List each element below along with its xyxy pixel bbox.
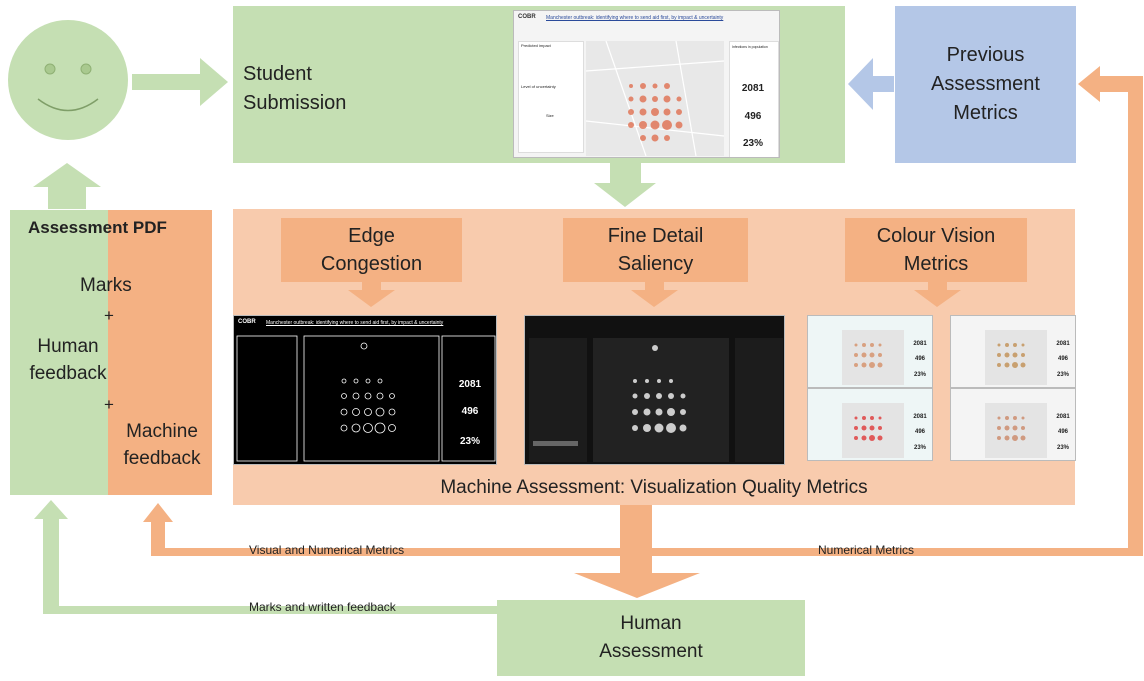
kpi-infections-label: Infections in population [732, 45, 768, 49]
arrow-machine-to-human [574, 505, 700, 598]
dashboard-title: Manchester outbreak: identifying where t… [546, 15, 724, 21]
cv3-predicted: 496 [914, 429, 925, 435]
colour-vision-thumb-2: 2081 496 23% [950, 315, 1076, 388]
cv4-population: 2081 [1056, 414, 1070, 420]
pdf-machine-feedback: Machine feedback [123, 421, 201, 469]
cv1-population: 2081 [913, 341, 927, 347]
kpi-population: 2081 [741, 83, 765, 94]
submission-dashboard-thumbnail: COBR Manchester outbreak: identifying wh… [513, 10, 780, 158]
cv4-percent: 23% [1056, 445, 1069, 451]
edge-map-graphic [236, 335, 496, 462]
cv3-percent: 23% [913, 445, 926, 451]
label-numerical: Numerical Metrics [818, 543, 915, 557]
assessment-pdf-title: Assessment PDF [28, 218, 167, 237]
cv2-population: 2081 [1056, 341, 1070, 347]
arrow-edge-down [348, 282, 395, 307]
fine-detail-saliency-thumbnail: 2081 496 23% [524, 315, 785, 465]
arrow-previous-to-submission [848, 58, 894, 110]
edge-predicted: 496 [461, 406, 479, 417]
arrow-human-to-pdf [34, 500, 497, 614]
assessment-pdf-orange [108, 210, 212, 495]
saliency-graphic [529, 338, 783, 462]
colour-vision-thumb-3: 2081 496 23% [807, 388, 933, 461]
assessment-pdf-green [10, 210, 108, 495]
previous-assessment-metrics-box: Previous Assessment Metrics [895, 6, 1076, 163]
colour-vision-thumb-4: 2081 496 23% [950, 388, 1076, 461]
kpi-percent: 23% [742, 138, 763, 149]
legend-predicted: Predicted impact [521, 43, 551, 48]
dashboard-brand: COBR [518, 14, 536, 20]
cv3-population: 2081 [913, 414, 927, 420]
arrow-submission-to-machine [594, 163, 656, 207]
legend-uncertainty: Level of uncertainty [521, 84, 556, 89]
cv4-predicted: 496 [1057, 429, 1068, 435]
machine-assessment-label: Machine Assessment: Visualization Qualit… [440, 477, 868, 498]
student-smiley-icon [8, 20, 128, 140]
arrow-pdf-to-student [33, 163, 101, 209]
legend-size: Size [546, 113, 554, 118]
cv1-percent: 23% [913, 372, 926, 378]
arrow-metrics-to-pdf [143, 503, 620, 556]
pdf-plus-2: + [104, 395, 114, 414]
human-assessment-box: Human Assessment [497, 600, 805, 676]
edge-brand: COBR [238, 319, 256, 325]
label-marks-written: Marks and written feedback [249, 600, 396, 614]
kpi-predicted: 496 [744, 111, 762, 122]
pdf-marks: Marks [80, 275, 132, 296]
colour-vision-thumb-1: 2081 496 23% [807, 315, 933, 388]
arrow-student-to-submission [132, 58, 228, 106]
pdf-plus-1: + [104, 306, 114, 325]
edge-congestion-thumbnail: COBR Manchester outbreak: identifying wh… [233, 315, 497, 465]
student-submission-label: Student Submission [243, 63, 347, 114]
map-bubbles [586, 41, 724, 156]
cv2-predicted: 496 [1057, 356, 1068, 362]
cv2-percent: 23% [1056, 372, 1069, 378]
edge-title: Manchester outbreak: identifying where t… [266, 320, 444, 326]
edge-percent: 23% [459, 436, 480, 447]
pdf-human-feedback: Human feedback [29, 336, 107, 384]
arrow-colour-down [914, 282, 961, 307]
label-visual-numerical: Visual and Numerical Metrics [249, 543, 405, 557]
cv1-predicted: 496 [914, 356, 925, 362]
arrow-fine-down [631, 282, 678, 307]
edge-population: 2081 [458, 379, 482, 390]
